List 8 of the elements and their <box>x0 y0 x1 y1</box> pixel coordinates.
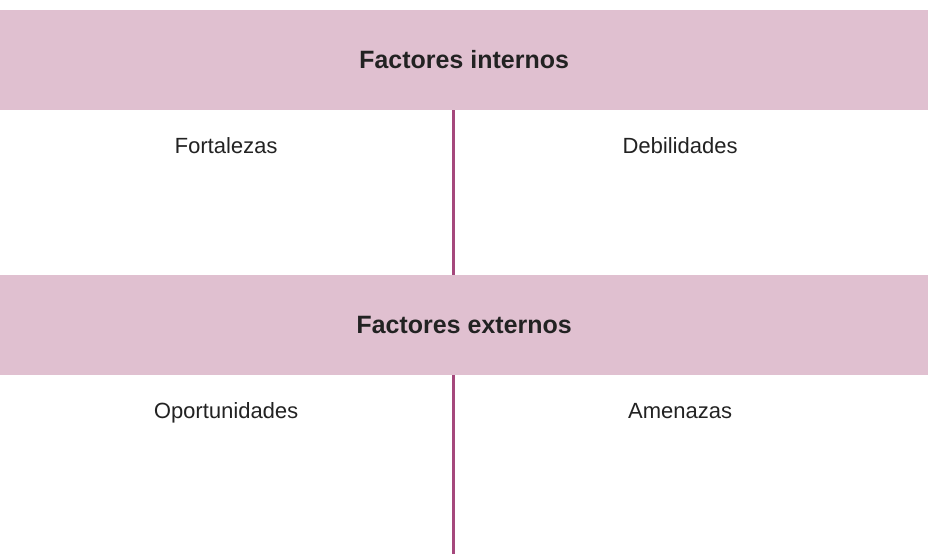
section-heading: Factores internos <box>359 46 569 74</box>
header-band <box>0 10 928 110</box>
section-heading: Factores externos <box>356 310 572 340</box>
quadrant-label: Debilidades <box>622 133 738 159</box>
quadrant-label: Fortalezas <box>174 133 278 159</box>
quadrant-label: Oportunidades <box>154 398 298 424</box>
quadrant-label: Amenazas <box>628 398 732 424</box>
header-band <box>0 275 928 375</box>
